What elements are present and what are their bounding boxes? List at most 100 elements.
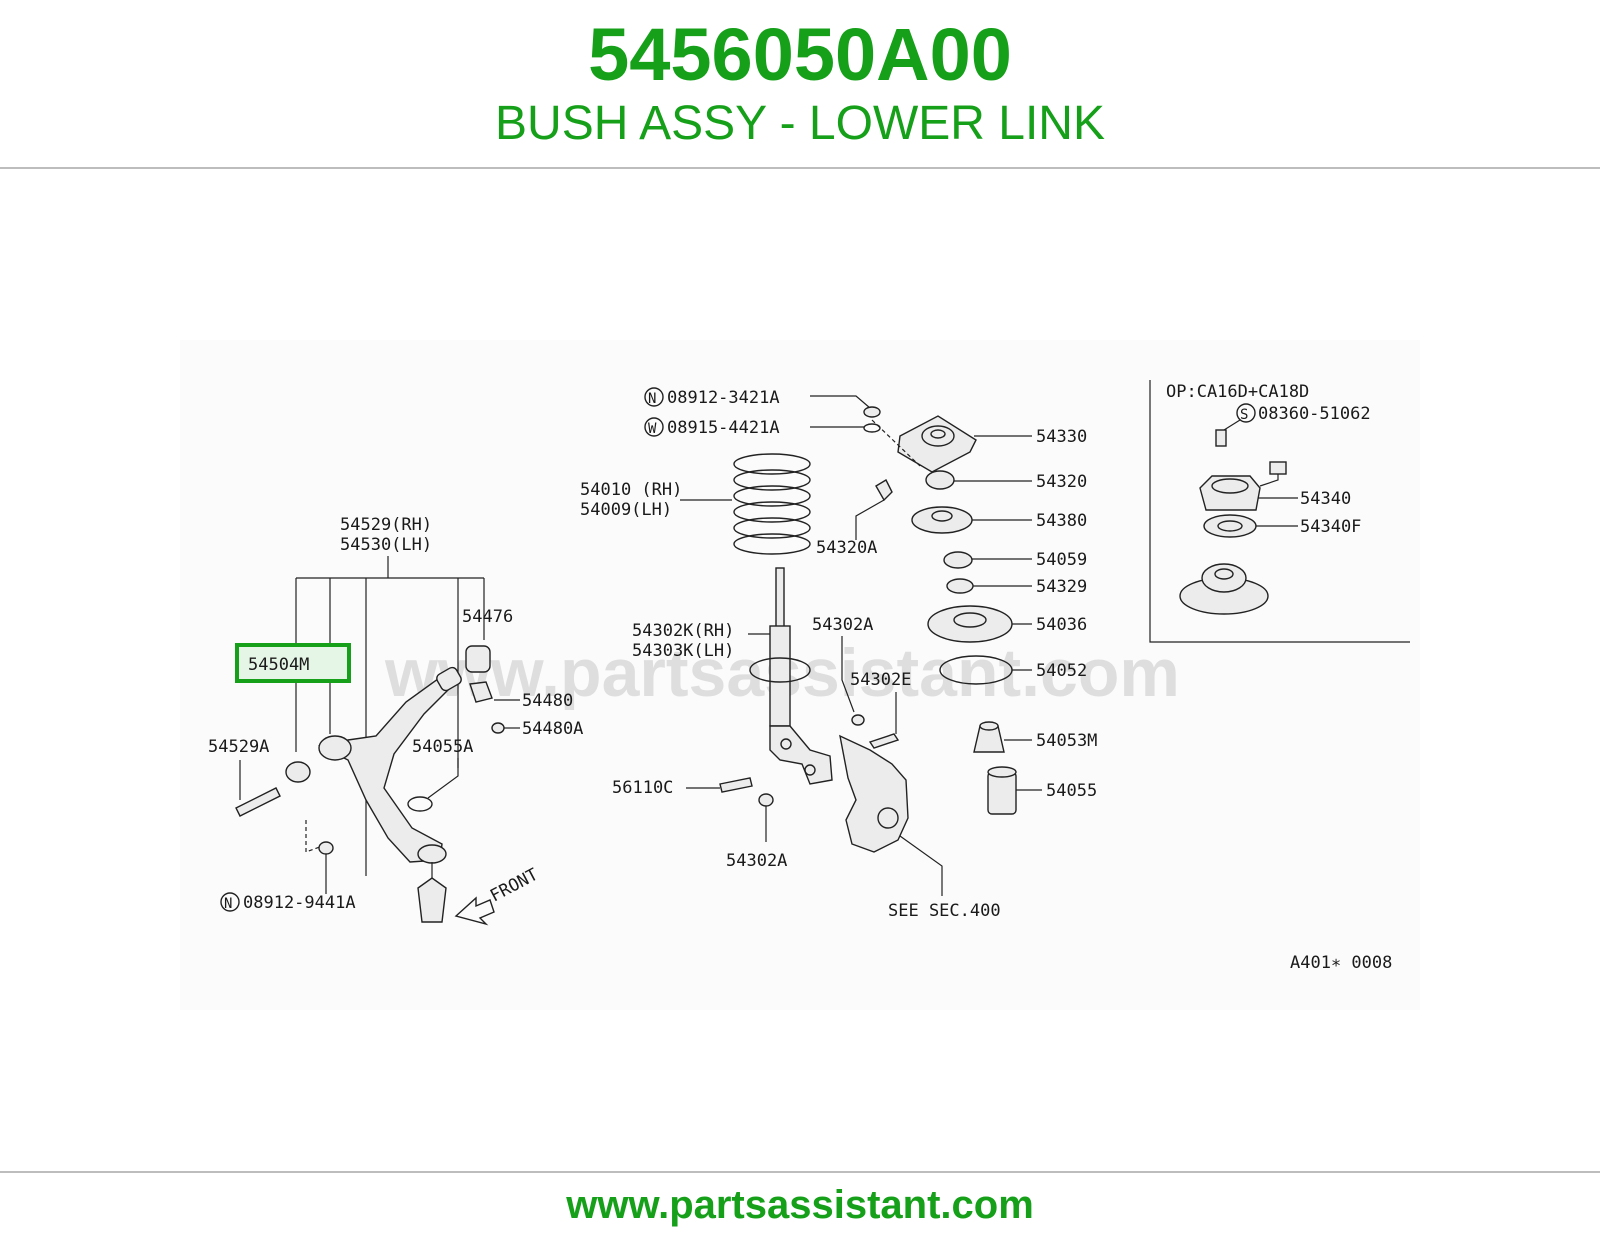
header-divider [0, 167, 1600, 169]
label-54053M: 54053M [1036, 731, 1097, 751]
part-54302A-nut-bottom [758, 793, 774, 807]
part-54501-lower-link-arm [317, 675, 453, 863]
leader-08360-51062 [1223, 419, 1241, 431]
label-54055: 54055 [1046, 781, 1097, 801]
label-08915-4421A: 08915-4421A [667, 418, 780, 438]
inset-mount-top [1201, 563, 1247, 593]
part-number-title: 5456050A00 [588, 13, 1012, 96]
part-54055-dust-cover [987, 771, 1017, 815]
part-54340F-hole [1217, 520, 1243, 532]
part-08912-9441A-nut [318, 841, 334, 855]
label-54480: 54480 [522, 691, 573, 711]
part-54302K-strut [749, 567, 833, 785]
n-marker-2-circle [220, 892, 240, 912]
label-see-sec-400: SEE SEC.400 [888, 901, 1001, 921]
part-54036-center [953, 612, 987, 628]
n-marker-1-letter: N [648, 391, 656, 407]
part-54340-top [1211, 478, 1249, 494]
label-54530-lh: 54530(LH) [340, 535, 432, 555]
part-08915-4421A-washer [863, 423, 881, 433]
label-08360-51062: 08360-51062 [1258, 404, 1371, 424]
label-54330: 54330 [1036, 427, 1087, 447]
label-08912-9441A: 08912-9441A [243, 893, 356, 913]
inset-bolt-part [1215, 429, 1227, 447]
label-08912-3421A: 08912-3421A [667, 388, 780, 408]
part-54302E-bolt [868, 733, 900, 749]
label-54529-rh: 54529(RH) [340, 515, 432, 535]
part-54340-connector [1269, 461, 1287, 475]
label-54529A: 54529A [208, 737, 269, 757]
w-marker-letter: W [648, 421, 657, 437]
label-54302A-bottom: 54302A [726, 851, 787, 871]
part-54504M-bushing [285, 761, 311, 783]
label-54340: 54340 [1300, 489, 1351, 509]
part-54302A-nut-top [851, 714, 865, 726]
leader-08912-3421A [810, 395, 871, 409]
label-54329: 54329 [1036, 577, 1087, 597]
label-54340F: 54340F [1300, 517, 1361, 537]
op-inset-border [1149, 380, 1410, 643]
label-54059: 54059 [1036, 550, 1087, 570]
label-54302E: 54302E [850, 670, 911, 690]
label-54036: 54036 [1036, 615, 1087, 635]
label-op-note: OP:CA16D+CA18D [1166, 382, 1309, 402]
parts-diagram: www.partsassistant.com OP:CA16D+CA18D S … [180, 340, 1420, 1010]
label-54302A-top: 54302A [812, 615, 873, 635]
part-08912-3421A-nut [863, 406, 881, 418]
leader-see-sec [899, 835, 943, 896]
parts-diagram-svg: www.partsassistant.com OP:CA16D+CA18D S … [180, 340, 1420, 1010]
part-54320-bound-bushing [925, 470, 955, 490]
knuckle-part [839, 734, 909, 853]
label-54504M: 54504M [248, 655, 309, 675]
footer-site-url[interactable]: www.partsassistant.com [566, 1183, 1034, 1227]
front-arrow-icon [454, 896, 495, 926]
label-54476: 54476 [462, 607, 513, 627]
knuckle-hub-hole [877, 807, 899, 829]
part-54340F-gasket [1203, 514, 1257, 538]
part-lower-link-front-eye [318, 735, 352, 761]
inset-mount-center [1214, 568, 1234, 580]
part-54055-top [987, 766, 1017, 778]
leader-54320A [855, 499, 885, 540]
page-header: 5456050A00 BUSH ASSY - LOWER LINK [0, 0, 1600, 168]
label-54320: 54320 [1036, 472, 1087, 492]
part-54380-hole [931, 510, 953, 522]
figure-code: A401∗ 0008 [1290, 953, 1392, 973]
w-marker-circle [644, 417, 664, 437]
label-54010: 54010 (RH) [580, 480, 682, 500]
diagram-background [180, 340, 1420, 1010]
part-54010-coil-spring [733, 453, 811, 555]
leader-54302A-top [841, 636, 855, 713]
bracket-dash-line [305, 820, 329, 853]
part-54330-boss [921, 425, 955, 447]
part-56110C-bolt [719, 777, 753, 793]
part-lower-link-rear-boss [436, 666, 462, 692]
label-54052: 54052 [1036, 661, 1087, 681]
part-54053M-top [979, 721, 999, 731]
leader-54055A [427, 758, 459, 799]
footer-divider [0, 1171, 1600, 1173]
part-54329-seat [946, 578, 974, 594]
part-54480A-bolt [491, 722, 505, 734]
n-marker-1-circle [644, 387, 664, 407]
part-54036-spring-seat [927, 605, 1013, 643]
label-54302K: 54302K(RH) [632, 621, 734, 641]
part-54476-bushing [465, 645, 491, 673]
label-54380: 54380 [1036, 511, 1087, 531]
part-54480-clamp [469, 681, 493, 703]
part-54055A-plate [407, 796, 433, 812]
part-ball-joint [417, 877, 447, 923]
part-54529A-bolt [235, 787, 281, 817]
part-name-subtitle: BUSH ASSY - LOWER LINK [495, 97, 1105, 150]
label-54320A: 54320A [816, 538, 877, 558]
label-54055A: 54055A [412, 737, 473, 757]
s-marker-circle [1236, 403, 1256, 423]
part-54059-bearing [943, 551, 973, 569]
label-54303K: 54303K(LH) [632, 641, 734, 661]
s-marker-letter: S [1240, 407, 1248, 423]
part-54330-hole [930, 429, 946, 439]
n-marker-2-letter: N [224, 896, 232, 912]
label-54009: 54009(LH) [580, 500, 672, 520]
label-56110C: 56110C [612, 778, 673, 798]
part-54320A-stud [875, 479, 893, 502]
